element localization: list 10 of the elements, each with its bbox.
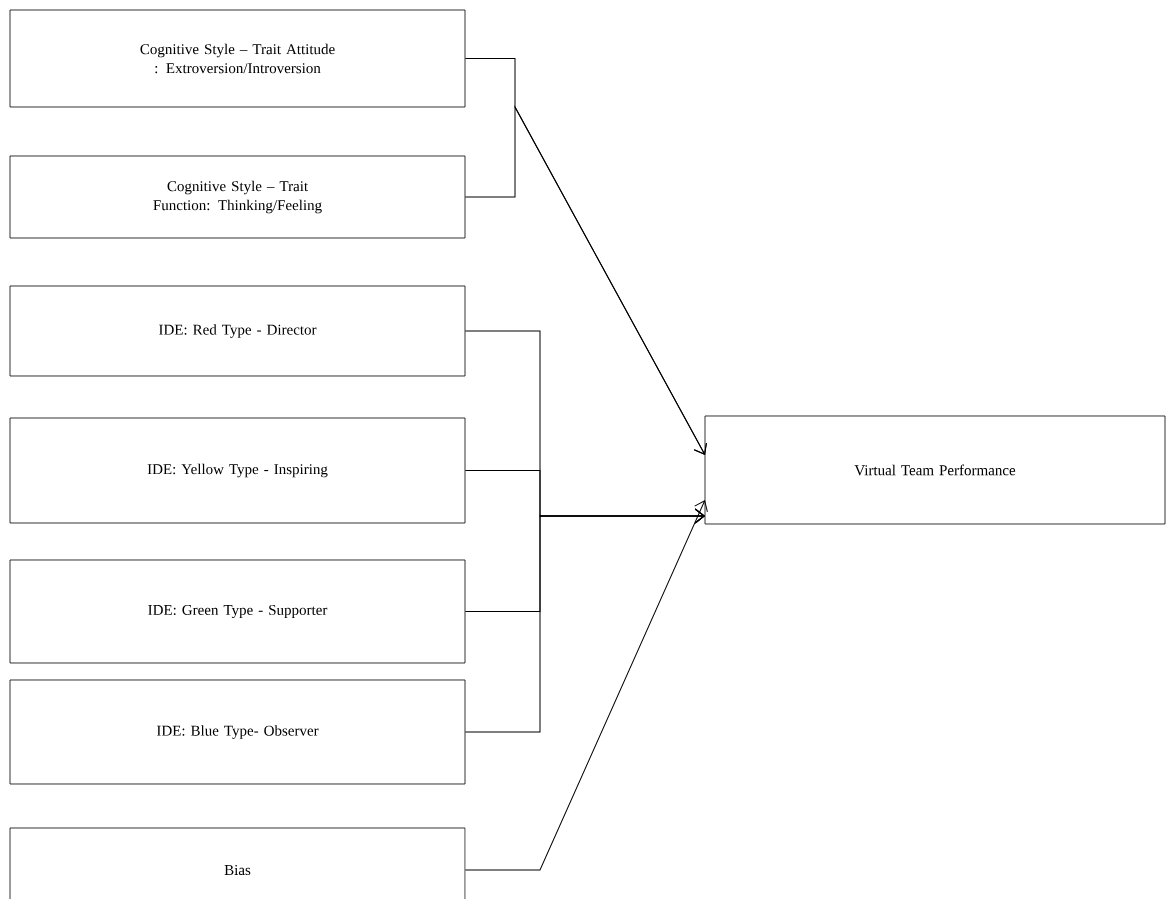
- process-box: IDE: Blue Type- Observer: [9, 679, 466, 785]
- process-box: Virtual Team Performance: [704, 415, 1166, 525]
- process-box: Cognitive Style – Trait Attitude : Extroversion/Introversion: [9, 9, 466, 108]
- arrow: [464, 508, 705, 733]
- process-box: Bias: [9, 827, 466, 899]
- arrow: [464, 500, 708, 871]
- process-box: IDE: Green Type - Supporter: [9, 559, 466, 664]
- process-box: IDE: Red Type - Director: [9, 285, 466, 377]
- process-box: IDE: Yellow Type - Inspiring: [9, 417, 466, 524]
- process-box: Cognitive Style – Trait Function: Thinking/Feeling: [9, 155, 466, 239]
